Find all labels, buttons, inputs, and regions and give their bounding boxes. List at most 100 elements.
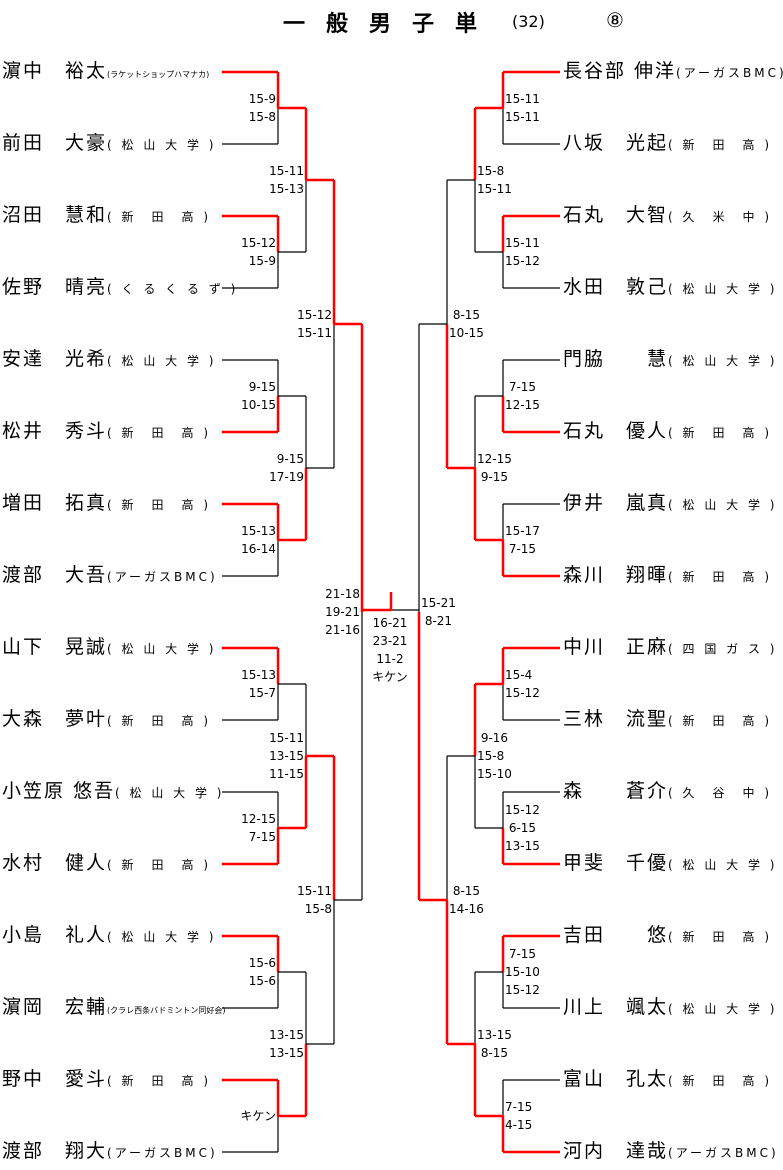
left-player-3: 沼田 慧和( 新 田 高 ) <box>2 203 211 227</box>
left-score-r3-m2: 15-11 15-8 <box>297 884 332 916</box>
right-player-11: 森 蒼介( 久 谷 中 ) <box>563 779 772 803</box>
player-affiliation: ( 新 田 高 ) <box>107 1074 212 1088</box>
player-affiliation: ( 松 山 大 学 ) <box>107 138 217 152</box>
left-player-14: 濵岡 宏輔(クラレ西条バドミントン同好会) <box>2 995 226 1019</box>
player-name: 水村 健人 <box>2 852 108 874</box>
player-name: 森 蒼介 <box>563 780 669 802</box>
player-affiliation: (アーガスBMC) <box>107 1146 218 1160</box>
player-name: 富山 孔太 <box>563 1068 669 1090</box>
player-affiliation: ( 新 田 高 ) <box>107 210 212 224</box>
player-affiliation: ( 新 田 高 ) <box>668 570 773 584</box>
player-affiliation: ( 松 山 大 学 ) <box>107 354 217 368</box>
left-player-9: 山下 晃誠( 松 山 大 学 ) <box>2 635 216 659</box>
player-affiliation: ( 松 山 大 学 ) <box>668 354 778 368</box>
right-player-7: 伊井 嵐真( 松 山 大 学 ) <box>563 491 777 515</box>
player-name: 渡部 大吾 <box>2 564 108 586</box>
right-score-r2-m3: 9-16 15-8 15-10 <box>477 731 512 781</box>
player-affiliation: (アーガスBMC) <box>676 66 783 80</box>
player-name: 佐野 晴亮 <box>2 276 108 298</box>
player-name: 安達 光希 <box>2 348 108 370</box>
left-score-r4-m1: 21-18 19-21 21-16 <box>325 587 360 637</box>
player-name: 松井 秀斗 <box>2 420 108 442</box>
player-name: 渡部 翔大 <box>2 1140 108 1162</box>
player-name: 水田 敦己 <box>563 276 669 298</box>
left-player-12: 水村 健人( 新 田 高 ) <box>2 851 211 875</box>
player-affiliation: ( 新 田 高 ) <box>668 1074 773 1088</box>
left-player-4: 佐野 晴亮( く る く る ず ) <box>2 275 238 299</box>
player-affiliation: ( 久 米 中 ) <box>668 210 773 224</box>
right-score-r1-m4: 15-17 7-15 <box>505 524 540 556</box>
player-affiliation: ( 新 田 高 ) <box>668 714 773 728</box>
player-name: 河内 達哉 <box>563 1140 669 1162</box>
player-affiliation: ( 松 山 大 学 ) <box>107 930 217 944</box>
player-affiliation: ( 新 田 高 ) <box>107 858 212 872</box>
player-affiliation: ( 松 山 大 学 ) <box>107 642 217 656</box>
right-player-3: 石丸 大智( 久 米 中 ) <box>563 203 772 227</box>
left-score-r1-m8: キケン <box>240 1109 276 1123</box>
player-affiliation: ( 久 谷 中 ) <box>668 786 773 800</box>
player-name: 甲斐 千優 <box>563 852 669 874</box>
left-score-r1-m2: 15-12 15-9 <box>241 236 276 268</box>
left-player-10: 大森 夢叶( 新 田 高 ) <box>2 707 211 731</box>
player-name: 濵岡 宏輔 <box>2 996 108 1018</box>
left-score-r1-m5: 15-13 15-7 <box>241 668 276 700</box>
player-affiliation: ( 松 山 大 学 ) <box>668 858 778 872</box>
left-score-r1-m3: 9-15 10-15 <box>241 380 276 412</box>
player-affiliation: ( 四 国 ガ ス ) <box>668 642 778 656</box>
player-name: 吉田 悠 <box>563 924 669 946</box>
right-score-r2-m4: 13-15 8-15 <box>477 1028 512 1060</box>
player-affiliation: ( 松 山 大 学 ) <box>668 282 778 296</box>
player-name: 濵中 裕太 <box>2 60 108 82</box>
left-player-11: 小笠原 悠吾( 松 山 大 学 ) <box>2 779 224 803</box>
right-score-r4-m1: 15-21 8-21 <box>421 596 456 628</box>
right-player-8: 森川 翔暉( 新 田 高 ) <box>563 563 772 587</box>
right-player-14: 川上 颯太( 松 山 大 学 ) <box>563 995 777 1019</box>
right-player-10: 三林 流聖( 新 田 高 ) <box>563 707 772 731</box>
player-name: 小島 礼人 <box>2 924 108 946</box>
right-player-16: 河内 達哉(アーガスBMC) <box>563 1139 779 1163</box>
final-score: 16-21 23-21 11-2 キケン <box>372 616 408 684</box>
right-score-r1-m6: 15-12 6-15 13-15 <box>505 803 540 853</box>
right-score-r2-m1: 15-8 15-11 <box>477 164 512 196</box>
player-name: 川上 颯太 <box>563 996 669 1018</box>
right-score-r3-m2: 8-15 14-16 <box>449 884 484 916</box>
player-affiliation: (アーガスBMC) <box>668 1146 779 1160</box>
left-player-7: 増田 拓真( 新 田 高 ) <box>2 491 211 515</box>
player-name: 石丸 大智 <box>563 204 669 226</box>
player-affiliation: ( 松 山 大 学 ) <box>668 498 778 512</box>
player-affiliation: ( 新 田 高 ) <box>668 426 773 440</box>
block-number: ⑧ <box>606 8 624 32</box>
left-player-2: 前田 大豪( 松 山 大 学 ) <box>2 131 216 155</box>
left-player-8: 渡部 大吾(アーガスBMC) <box>2 563 218 587</box>
event-title: 一般男子単 <box>283 12 499 37</box>
draw-size: (32) <box>512 12 545 31</box>
player-affiliation: (ラケットショップハマナカ) <box>107 70 210 79</box>
left-score-r1-m7: 15-6 15-6 <box>248 956 276 988</box>
right-score-r3-m1: 8-15 10-15 <box>449 308 484 340</box>
left-score-r1-m1: 15-9 15-8 <box>248 92 276 124</box>
player-name: 長谷部 伸洋 <box>563 60 677 82</box>
player-name: 前田 大豪 <box>2 132 108 154</box>
left-player-6: 松井 秀斗( 新 田 高 ) <box>2 419 211 443</box>
right-player-6: 石丸 優人( 新 田 高 ) <box>563 419 772 443</box>
player-affiliation: ( 新 田 高 ) <box>107 714 212 728</box>
player-name: 大森 夢叶 <box>2 708 108 730</box>
player-name: 八坂 光起 <box>563 132 669 154</box>
player-affiliation: ( 松 山 大 学 ) <box>668 1002 778 1016</box>
right-score-r1-m8: 7-15 4-15 <box>505 1100 533 1132</box>
player-name: 森川 翔暉 <box>563 564 669 586</box>
left-score-r2-m4: 13-15 13-15 <box>269 1028 304 1060</box>
player-name: 石丸 優人 <box>563 420 669 442</box>
left-player-15: 野中 愛斗( 新 田 高 ) <box>2 1067 211 1091</box>
right-score-r2-m2: 12-15 9-15 <box>477 452 512 484</box>
left-score-r2-m2: 9-15 17-19 <box>269 452 304 484</box>
left-player-5: 安達 光希( 松 山 大 学 ) <box>2 347 216 371</box>
left-score-r1-m4: 15-13 16-14 <box>241 524 276 556</box>
right-score-r1-m3: 7-15 12-15 <box>505 380 540 412</box>
player-name: 伊井 嵐真 <box>563 492 669 514</box>
right-score-r1-m2: 15-11 15-12 <box>505 236 540 268</box>
right-player-12: 甲斐 千優( 松 山 大 学 ) <box>563 851 777 875</box>
player-name: 門脇 慧 <box>563 348 669 370</box>
player-affiliation: ( 新 田 高 ) <box>668 930 773 944</box>
right-score-r1-m5: 15-4 15-12 <box>505 668 540 700</box>
